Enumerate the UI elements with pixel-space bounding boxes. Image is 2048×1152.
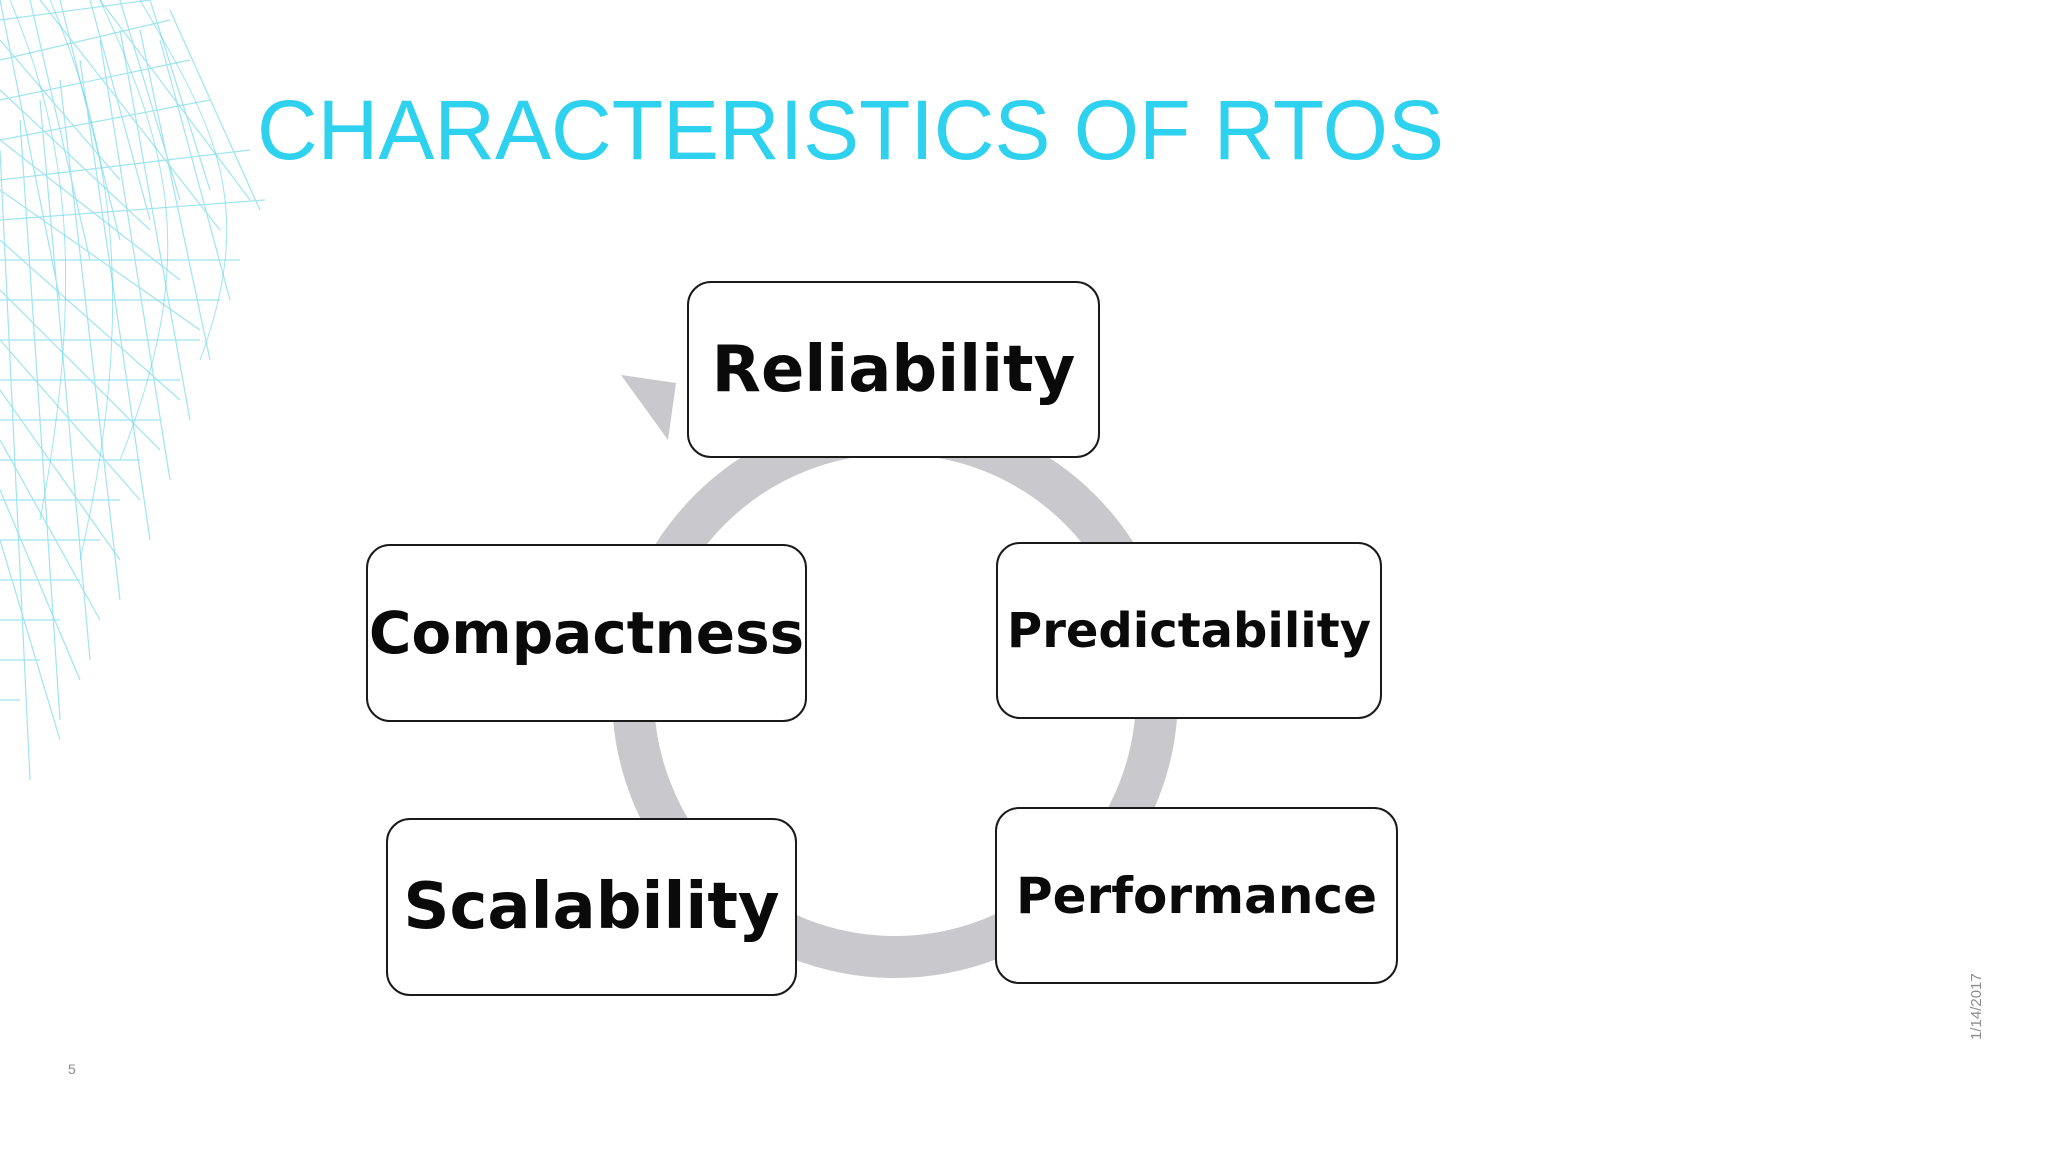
node-label: Reliability (711, 332, 1076, 407)
node-label: Scalability (403, 870, 780, 944)
node-label: Compactness (368, 599, 805, 667)
slide-title: CHARACTERISTICS OF RTOS (257, 83, 1445, 177)
node-reliability: Reliability (687, 281, 1100, 458)
wireframe-decoration (0, 0, 266, 781)
slide-date: 1/14/2017 (1968, 973, 1985, 1040)
node-label: Performance (1016, 866, 1377, 925)
node-performance: Performance (995, 807, 1398, 984)
node-predictability: Predictability (996, 542, 1382, 719)
slide-number: 5 (68, 1061, 76, 1077)
cycle-arrow-head-icon (621, 375, 676, 440)
node-label: Predictability (1007, 602, 1371, 659)
node-scalability: Scalability (386, 818, 797, 996)
node-compactness: Compactness (366, 544, 807, 722)
